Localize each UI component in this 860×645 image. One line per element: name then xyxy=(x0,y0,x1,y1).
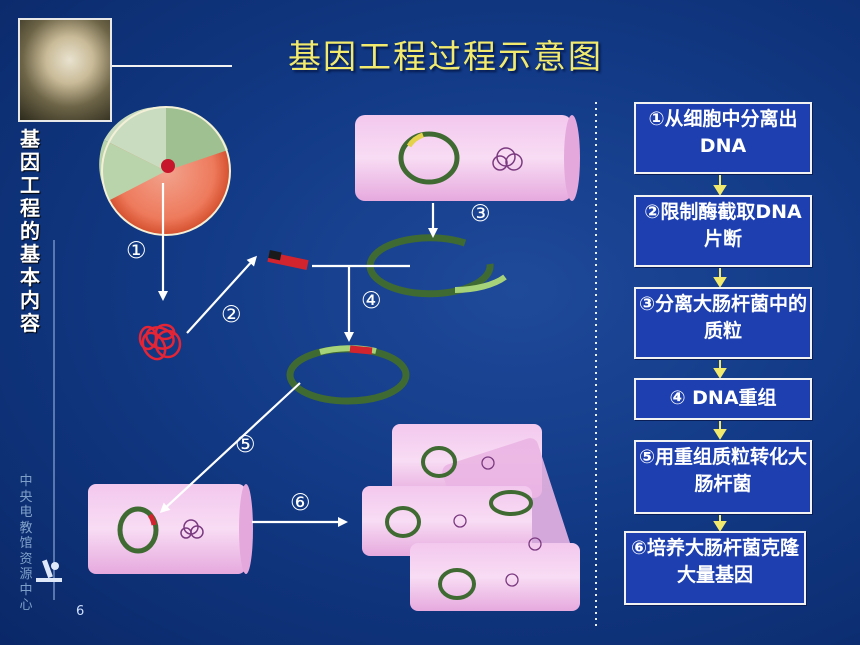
dna-fragment xyxy=(267,249,309,271)
microscope-icon xyxy=(36,559,62,582)
page-number: 6 xyxy=(76,604,85,619)
plasmid-recombinant xyxy=(286,345,410,405)
marker-1: ① xyxy=(126,238,147,264)
step-2: ②限制酶截取DNA片断 xyxy=(634,195,812,267)
marker-2: ② xyxy=(221,302,242,328)
bacterium-top xyxy=(355,115,580,201)
marker-3: ③ xyxy=(470,201,491,227)
plasmid-open xyxy=(366,234,507,298)
step-5: ⑤用重组质粒转化大肠杆菌 xyxy=(634,440,812,514)
process-arrows xyxy=(158,183,438,527)
animal-cell xyxy=(99,106,231,236)
bacterium-transformed xyxy=(88,484,253,574)
marker-6: ⑥ xyxy=(290,490,311,516)
bacteria-clones xyxy=(362,424,580,611)
marker-5: ⑤ xyxy=(235,432,256,458)
step-6: ⑥培养大肠杆菌克隆大量基因 xyxy=(624,531,806,605)
side-brand: 中央电教馆资源中心 xyxy=(19,474,33,613)
step-3: ③分离大肠杆菌中的质粒 xyxy=(634,287,812,359)
step-4: ④ DNA重组 xyxy=(634,378,812,420)
side-title: 基因工程的基本内容 xyxy=(20,127,40,335)
step-1: ①从细胞中分离出DNA xyxy=(634,102,812,174)
step-connectors xyxy=(713,172,727,532)
marker-4: ④ xyxy=(361,288,382,314)
page-title: 基因工程过程示意图 xyxy=(288,37,603,76)
title-rule xyxy=(53,65,232,600)
sheep-photo xyxy=(18,18,112,122)
dna-tangle xyxy=(138,323,182,361)
